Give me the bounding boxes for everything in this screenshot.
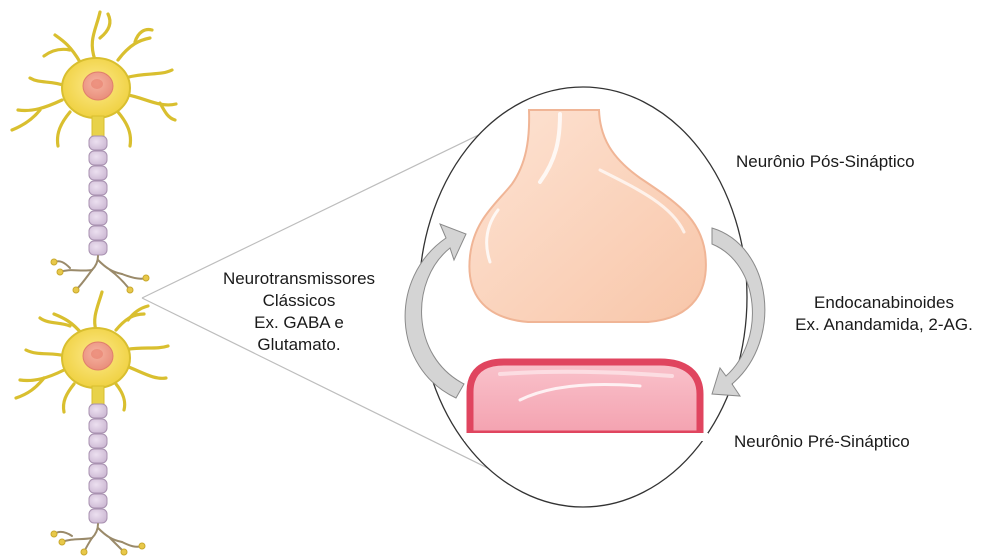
classic-nt-line-3: Ex. GABA e — [196, 312, 402, 334]
post-synaptic-label: Neurônio Pós-Sináptico — [736, 151, 915, 173]
classic-nt-line-2: Clássicos — [196, 290, 402, 312]
endocannabinoids-line-1: Endocanabinoides — [778, 292, 990, 314]
endocannabinoids-line-2: Ex. Anandamida, 2-AG. — [778, 314, 990, 336]
axon-terminals-bottom — [54, 524, 142, 552]
classic-nt-line-1: Neurotransmissores — [196, 268, 402, 290]
neuron-top — [12, 12, 176, 293]
axon-top — [89, 136, 107, 255]
pre-synaptic-terminal — [464, 362, 708, 441]
pre-synaptic-label: Neurônio Pré-Sináptico — [734, 431, 910, 453]
classic-nt-line-4: Glutamato. — [196, 334, 402, 356]
neuron-bottom — [16, 292, 168, 555]
axon-terminals-top — [54, 256, 146, 290]
axon-bottom — [89, 404, 107, 523]
classic-neurotransmitters-label: Neurotransmissores Clássicos Ex. GABA e … — [196, 268, 402, 356]
endocannabinoids-label: Endocanabinoides Ex. Anandamida, 2-AG. — [778, 292, 990, 336]
